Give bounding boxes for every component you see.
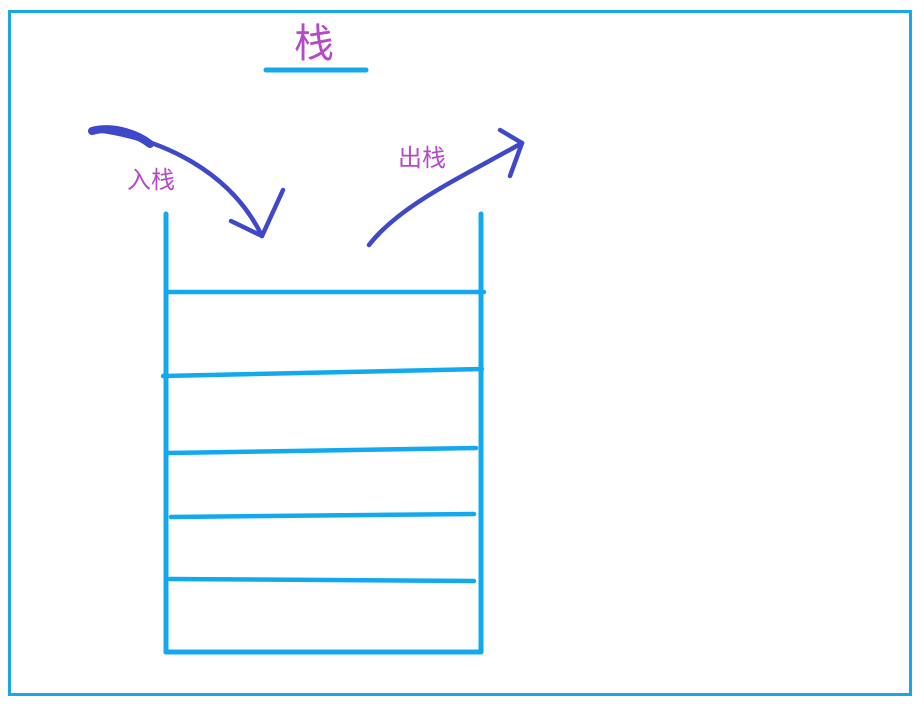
stack-slot-divider — [165, 445, 479, 456]
stack-slot-divider — [168, 511, 477, 520]
diagram-title: 栈 — [294, 21, 334, 67]
pop-arrow — [366, 127, 525, 248]
stack-container — [163, 211, 484, 655]
stack-slots — [160, 289, 487, 584]
stack-slot-divider — [160, 366, 485, 379]
diagram-frame — [8, 10, 912, 696]
pop-label: 出栈 — [398, 144, 446, 172]
push-arrow — [88, 125, 286, 239]
push-label: 入栈 — [127, 166, 175, 194]
stack-slot-divider — [167, 576, 477, 584]
